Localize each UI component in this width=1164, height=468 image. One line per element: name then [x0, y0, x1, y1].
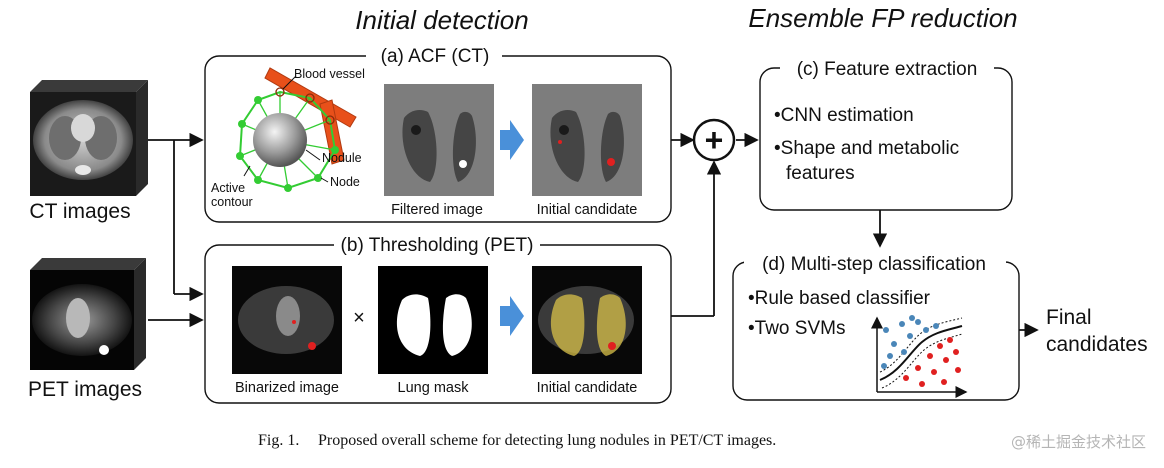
ensemble-fp-heading: Ensemble FP reduction	[748, 3, 1017, 33]
multiply-symbol: ×	[353, 307, 365, 329]
filtered-image	[384, 84, 494, 196]
acf-illustration: Blood vessel Nodule Node Active contour	[211, 67, 365, 209]
combine-plus-node	[692, 118, 736, 162]
thresholding-initial-candidate-image	[532, 266, 642, 374]
classification-bullet-rule: •Rule based classifier	[748, 288, 931, 309]
feature-bullet-cnn: •CNN estimation	[774, 105, 914, 126]
filtered-image-caption: Filtered image	[391, 202, 483, 218]
blood-vessel-label: Blood vessel	[294, 67, 365, 81]
thresholding-title: (b) Thresholding (PET)	[341, 235, 534, 256]
watermark: @稀土掘金技术社区	[1011, 433, 1146, 451]
acf-initial-candidate-image	[532, 84, 642, 196]
feature-bullet-shape-1: •Shape and metabolic	[774, 138, 959, 159]
node-label: Node	[330, 175, 360, 189]
nodule-label: Nodule	[322, 151, 362, 165]
classification-bullet-svm: •Two SVMs	[748, 318, 845, 339]
lung-mask-image	[378, 266, 488, 374]
thresholding-initial-candidate-caption: Initial candidate	[537, 380, 638, 396]
ct-image-stack	[30, 80, 148, 196]
input-connectors	[148, 132, 204, 328]
final-candidates-line2: candidates	[1046, 333, 1148, 356]
pet-image-stack	[30, 258, 146, 370]
classification-title: (d) Multi-step classification	[762, 254, 986, 275]
active-contour-label-2: contour	[211, 195, 253, 209]
acf-initial-candidate-caption: Initial candidate	[537, 202, 638, 218]
thresholding-flow-arrow	[500, 296, 524, 336]
lung-mask-caption: Lung mask	[398, 380, 470, 396]
active-contour-label-1: Active	[211, 181, 245, 195]
feature-bullet-shape-2: features	[786, 163, 855, 184]
acf-title: (a) ACF (CT)	[381, 46, 490, 67]
svm-boundary	[879, 325, 963, 381]
ct-images-label: CT images	[29, 200, 130, 223]
acf-flow-arrow	[500, 120, 524, 160]
final-candidates-line1: Final	[1046, 306, 1092, 329]
binarized-image	[232, 266, 342, 374]
svm-scatter-illustration	[871, 315, 968, 398]
figure-caption-label: Fig. 1.	[258, 432, 299, 449]
figure-caption-text: Proposed overall scheme for detecting lu…	[318, 432, 776, 449]
binarized-image-caption: Binarized image	[235, 380, 339, 396]
nodule-sphere	[253, 113, 307, 167]
feature-extraction-title: (c) Feature extraction	[797, 59, 978, 80]
combine-connectors	[671, 132, 759, 317]
initial-detection-heading: Initial detection	[355, 5, 528, 35]
pet-images-label: PET images	[28, 378, 142, 401]
plus-symbol: +	[705, 122, 724, 158]
